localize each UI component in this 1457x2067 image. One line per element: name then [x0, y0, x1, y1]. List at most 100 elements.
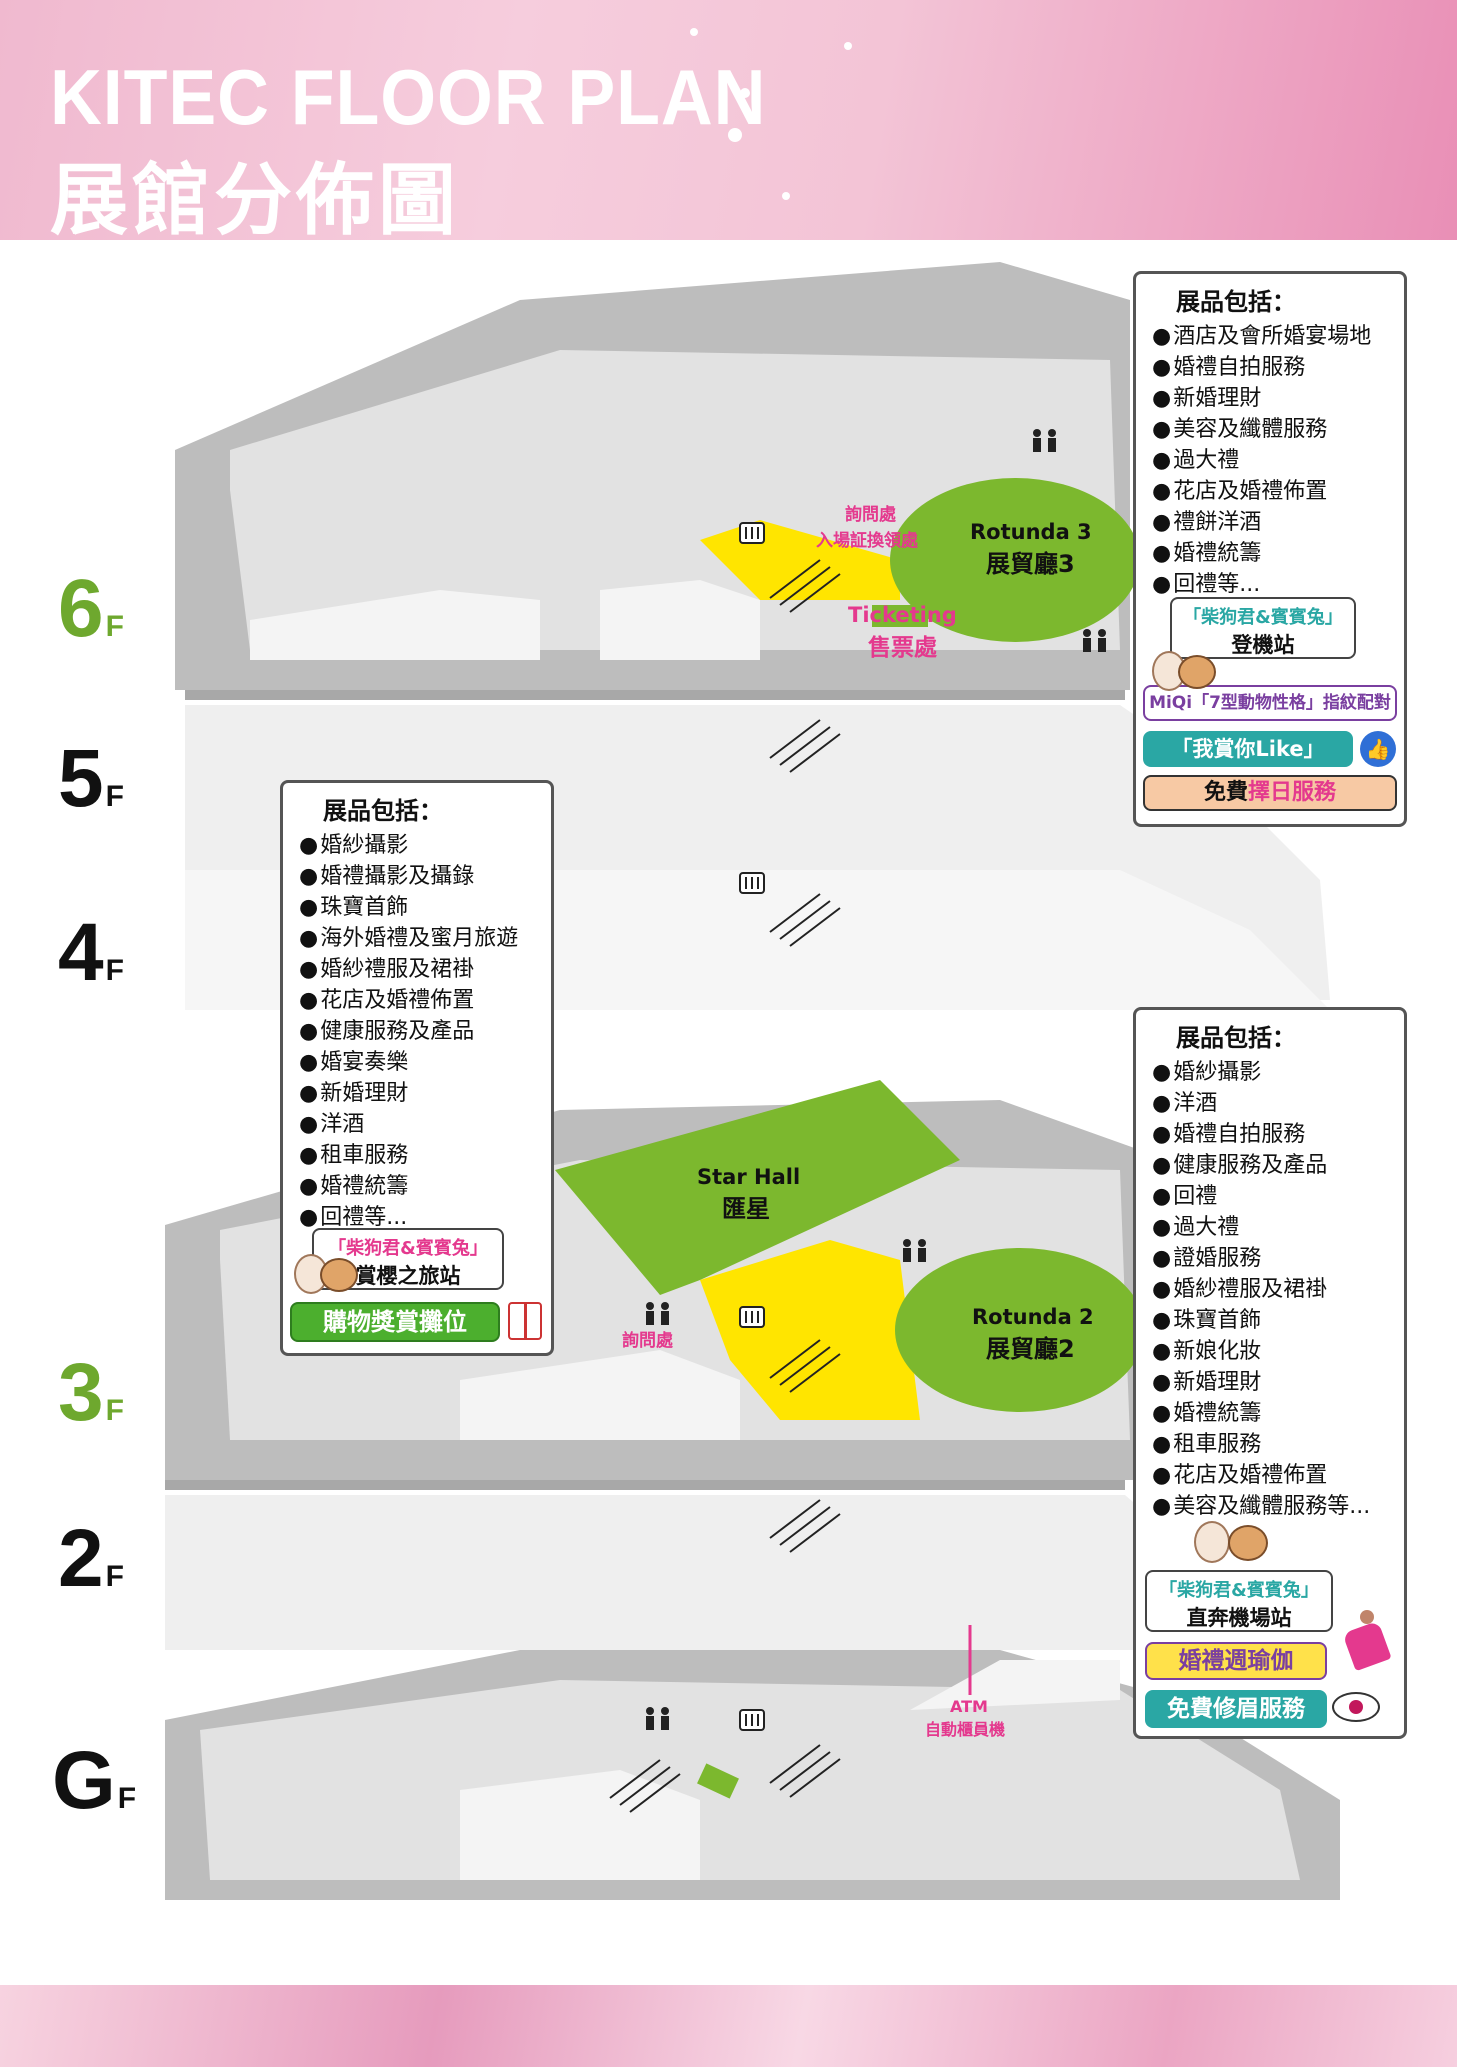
- enquiry-label-6f: 詢問處: [845, 505, 896, 525]
- toilet-icon: [646, 1302, 669, 1325]
- list-item: 珠寶首飾: [299, 892, 535, 923]
- list-item: 新婚理財: [1152, 383, 1388, 414]
- floor-gf-plan: [165, 1650, 1340, 1900]
- list-item: 美容及纖體服務: [1152, 414, 1388, 445]
- list-item: 回禮: [1152, 1181, 1388, 1212]
- exhibits-title-4f: 展品包括：: [323, 797, 443, 825]
- list-item: 洋酒: [1152, 1088, 1388, 1119]
- list-item: 酒店及會所婚宴場地: [1152, 321, 1388, 352]
- badge-counter-label: 入場証換領處: [816, 531, 918, 551]
- floor-label-5f: 5F: [58, 733, 124, 824]
- promo-sakura-station: 「柴狗君&賓賓兔」 賞櫻之旅站: [312, 1228, 504, 1290]
- floor-6f-plan: [175, 262, 1140, 700]
- rotunda2-label-zh: 展貿廳2: [986, 1335, 1075, 1363]
- starhall-label-zh: 匯星: [722, 1195, 770, 1223]
- exhibits-title-3f: 展品包括：: [1176, 1024, 1296, 1052]
- escalator-icon: [609, 1759, 681, 1813]
- promo-shopping-reward: 購物獎賞攤位: [290, 1302, 500, 1342]
- promo-title: 「柴狗君&賓賓兔」: [1183, 607, 1343, 628]
- atm-label-zh: 自動櫃員機: [925, 1720, 1006, 1739]
- ticketing-label-zh: 售票處: [868, 635, 937, 661]
- elevator-icon: [739, 1306, 765, 1328]
- elevator-icon: [739, 1709, 765, 1731]
- thumbs-up-icon: 👍: [1360, 731, 1396, 767]
- floor-label-3f: 3F: [58, 1347, 124, 1438]
- escalator-icon: [769, 1744, 841, 1798]
- rotunda3-label-en: Rotunda 3: [970, 520, 1092, 544]
- list-item: 回禮等...: [1152, 569, 1388, 600]
- title-english: KITEC FLOOR PLAN: [50, 53, 767, 141]
- list-item: 租車服務: [299, 1140, 535, 1171]
- escalator-icon: [769, 1499, 841, 1553]
- promo-like: 「我賞你Like」: [1143, 731, 1353, 767]
- escalator-icon: [769, 1339, 841, 1393]
- list-item: 美容及纖體服務等...: [1152, 1491, 1388, 1522]
- floor-label-gf: GF: [52, 1735, 137, 1826]
- exhibits-title-6f: 展品包括：: [1176, 288, 1296, 316]
- header-banner: [0, 0, 1457, 240]
- list-item: 海外婚禮及蜜月旅遊: [299, 923, 535, 954]
- list-item: 新娘化妝: [1152, 1336, 1388, 1367]
- exhibits-list-6f: 酒店及會所婚宴場地 婚禮自拍服務 新婚理財 美容及纖體服務 過大禮 花店及婚禮佈…: [1152, 321, 1388, 600]
- promo-fingerprint: MiQi「7型動物性格」指紋配對: [1143, 685, 1397, 721]
- mascot-icon: [290, 1248, 362, 1296]
- starhall-label-en: Star Hall: [697, 1165, 801, 1189]
- ticketing-label-en: Ticketing: [848, 603, 957, 627]
- list-item: 婚禮攝影及攝錄: [299, 861, 535, 892]
- promo-subtitle: 直奔機場站: [1186, 1606, 1292, 1630]
- title-chinese: 展館分佈圖: [50, 156, 461, 246]
- promo-eyebrow: 免費修眉服務: [1145, 1690, 1327, 1728]
- floor-label-6f: 6F: [58, 563, 124, 654]
- list-item: 禮餅洋酒: [1152, 507, 1388, 538]
- escalator-icon: [769, 559, 841, 613]
- exhibits-list-3f: 婚紗攝影 洋酒 婚禮自拍服務 健康服務及產品 回禮 過大禮 證婚服務 婚紗禮服及…: [1152, 1057, 1388, 1522]
- list-item: 珠寶首飾: [1152, 1305, 1388, 1336]
- enquiry-label-3f: 詢問處: [622, 1331, 673, 1351]
- list-item: 過大禮: [1152, 445, 1388, 476]
- promo-free: 免費: [1203, 780, 1248, 805]
- eye-icon: [1332, 1692, 1380, 1722]
- list-item: 婚紗攝影: [1152, 1057, 1388, 1088]
- promo-boarding-station: 「柴狗君&賓賓兔」 登機站: [1170, 597, 1356, 659]
- list-item: 婚禮統籌: [299, 1171, 535, 1202]
- toilet-icon: [646, 1707, 669, 1730]
- floor-label-2f: 2F: [58, 1513, 124, 1604]
- toilet-icon: [1083, 629, 1106, 652]
- list-item: 新婚理財: [1152, 1367, 1388, 1398]
- list-item: 健康服務及產品: [1152, 1150, 1388, 1181]
- yoga-icon: [1338, 1610, 1394, 1680]
- escalator-icon: [769, 719, 841, 773]
- list-item: 婚禮統籌: [1152, 1398, 1388, 1429]
- list-item: 回禮等...: [299, 1202, 535, 1233]
- elevator-icon: [739, 522, 765, 544]
- list-item: 婚紗禮服及裙褂: [1152, 1274, 1388, 1305]
- promo-airport-station: 「柴狗君&賓賓兔」 直奔機場站: [1145, 1570, 1333, 1632]
- floor-label-4f: 4F: [58, 907, 124, 998]
- list-item: 婚禮統籌: [1152, 538, 1388, 569]
- list-item: 洋酒: [299, 1109, 535, 1140]
- escalator-icon: [769, 893, 841, 947]
- list-item: 過大禮: [1152, 1212, 1388, 1243]
- promo-subtitle: 賞櫻之旅站: [355, 1264, 461, 1288]
- mascot-icon: [1148, 645, 1220, 693]
- promo-date-selection: 免費擇日服務: [1143, 775, 1397, 811]
- list-item: 婚宴奏樂: [299, 1047, 535, 1078]
- gift-icon: [508, 1302, 542, 1340]
- list-item: 花店及婚禮佈置: [1152, 476, 1388, 507]
- promo-title: 「柴狗君&賓賓兔」: [328, 1238, 488, 1259]
- list-item: 婚禮自拍服務: [1152, 352, 1388, 383]
- exhibits-list-4f: 婚紗攝影 婚禮攝影及攝錄 珠寶首飾 海外婚禮及蜜月旅遊 婚紗禮服及裙褂 花店及婚…: [299, 830, 535, 1233]
- promo-title: 「柴狗君&賓賓兔」: [1159, 1580, 1319, 1601]
- list-item: 花店及婚禮佈置: [1152, 1460, 1388, 1491]
- list-item: 證婚服務: [1152, 1243, 1388, 1274]
- list-item: 新婚理財: [299, 1078, 535, 1109]
- list-item: 花店及婚禮佈置: [299, 985, 535, 1016]
- list-item: 婚禮自拍服務: [1152, 1119, 1388, 1150]
- elevator-icon: [739, 872, 765, 894]
- promo-subtitle: 登機站: [1231, 633, 1295, 657]
- rotunda2-label-en: Rotunda 2: [972, 1305, 1094, 1329]
- list-item: 婚紗攝影: [299, 830, 535, 861]
- mascot-icon: [1190, 1515, 1274, 1565]
- floor-2f-plan: [165, 1495, 1250, 1650]
